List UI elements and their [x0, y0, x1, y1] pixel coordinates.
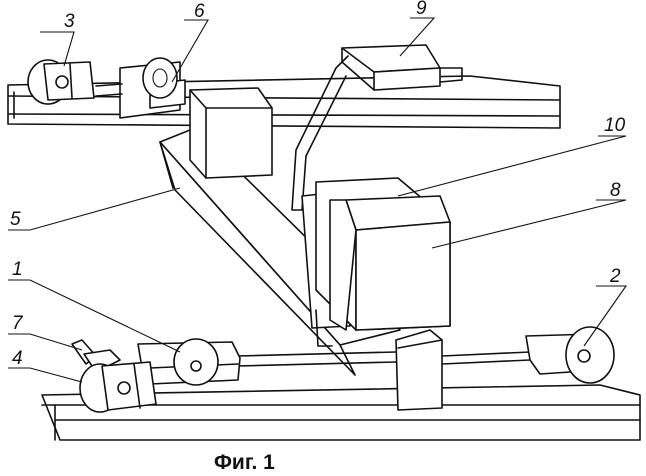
unit-8-and-10 — [302, 178, 450, 346]
label-8: 8 — [610, 180, 621, 201]
label-4: 4 — [12, 348, 23, 369]
wheel-1 — [138, 339, 240, 385]
label-3: 3 — [64, 11, 75, 32]
figure-caption: Фиг. 1 — [214, 451, 275, 474]
label-1: 1 — [12, 259, 23, 280]
label-2: 2 — [609, 266, 621, 287]
label-5: 5 — [10, 209, 21, 230]
lower-column — [396, 330, 442, 410]
upper-box — [190, 88, 272, 178]
label-7: 7 — [12, 313, 24, 334]
label-10: 10 — [604, 115, 626, 136]
top-wheel — [143, 58, 177, 98]
label-6: 6 — [194, 1, 205, 22]
label-9: 9 — [416, 0, 427, 19]
top-left-wheel-3 — [28, 60, 94, 104]
lower-shaft — [236, 352, 530, 366]
wheel-2 — [526, 327, 614, 383]
